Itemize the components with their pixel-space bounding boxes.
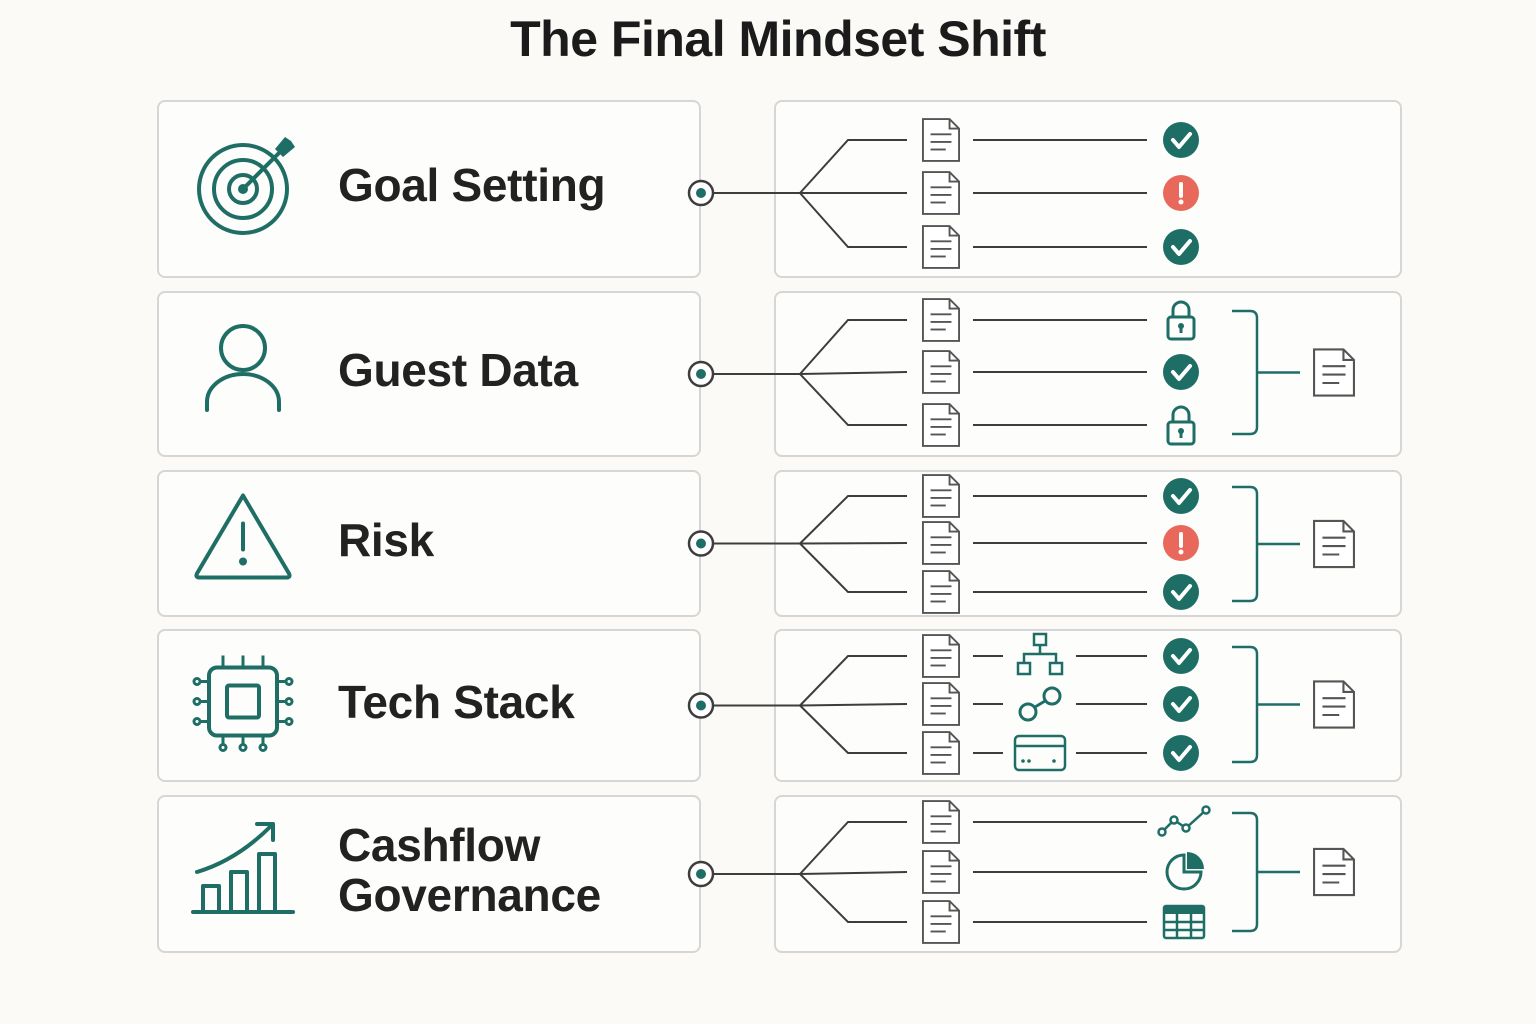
lock-icon <box>1166 405 1196 446</box>
alert-icon <box>1163 175 1199 211</box>
category-label-line: Cashflow <box>338 819 541 871</box>
document-icon <box>921 850 961 894</box>
connector-node <box>687 360 715 388</box>
flow-item <box>921 298 1196 342</box>
document-icon <box>921 800 961 844</box>
document-icon <box>921 682 961 726</box>
output-document-icon <box>1313 519 1355 569</box>
table-icon <box>1162 904 1206 940</box>
output-bracket <box>1232 485 1300 603</box>
document-icon <box>921 900 961 944</box>
document-icon <box>921 350 961 394</box>
flow-item <box>921 171 1199 215</box>
branch-lines <box>713 319 908 426</box>
category-label-line: Governance <box>338 869 601 921</box>
flow-risk <box>194 474 1355 614</box>
category-label-line: Guest Data <box>338 344 578 396</box>
flow-guest-data <box>205 298 1355 447</box>
category-label-line: Tech Stack <box>338 675 575 728</box>
category-card-cashflow-governance <box>157 795 701 953</box>
flow-item <box>921 731 1199 775</box>
category-card-tech-stack <box>157 629 701 782</box>
flow-item <box>921 350 1199 394</box>
connector-node <box>687 530 715 557</box>
branch-lines <box>713 139 907 248</box>
category-label-line: Risk <box>338 513 434 566</box>
flow-item <box>921 900 1206 944</box>
card-icon <box>1013 734 1067 772</box>
hierarchy-icon <box>1016 632 1064 676</box>
line-chart-icon <box>1157 805 1211 837</box>
connector-node <box>687 179 715 207</box>
check-icon <box>1163 122 1199 158</box>
connector-node <box>687 860 715 888</box>
category-label-line: Goal Setting <box>338 159 606 211</box>
branch-lines <box>713 821 908 923</box>
check-icon <box>1163 478 1199 514</box>
category-card-risk <box>157 470 701 617</box>
check-icon <box>1163 354 1199 390</box>
output-bracket <box>1232 309 1300 436</box>
category-label-guest-data: Guest Data <box>338 345 578 395</box>
document-icon <box>921 403 961 447</box>
alert-icon <box>1163 525 1199 561</box>
flow-item <box>921 403 1196 447</box>
document-icon <box>921 634 961 678</box>
category-label-risk: Risk <box>338 515 434 565</box>
flow-item <box>921 118 1199 162</box>
page-title: The Final Mindset Shift <box>510 11 1046 67</box>
check-icon <box>1163 735 1199 771</box>
flow-cashflow-governance <box>191 800 1355 944</box>
flow-item <box>921 521 1199 565</box>
connector-node <box>687 692 715 719</box>
document-icon <box>921 118 961 162</box>
check-icon <box>1163 638 1199 674</box>
branch-lines <box>713 495 908 593</box>
chip-icon <box>192 655 294 752</box>
target-icon <box>197 137 295 235</box>
flow-item <box>921 682 1199 726</box>
pie-chart-icon <box>1165 852 1204 891</box>
output-document-icon <box>1313 348 1355 397</box>
output-document-icon <box>1313 680 1355 729</box>
flow-item <box>921 474 1199 518</box>
category-label-tech-stack: Tech Stack <box>338 675 575 728</box>
link-icon <box>1018 686 1062 722</box>
flow-panel-goal-setting <box>774 100 1402 278</box>
flow-item <box>921 570 1199 614</box>
lock-icon <box>1166 300 1196 341</box>
flow-item <box>921 850 1204 894</box>
document-icon <box>921 731 961 775</box>
flow-tech-stack <box>192 632 1355 775</box>
check-icon <box>1163 229 1199 265</box>
output-bracket <box>1232 811 1300 933</box>
warning-icon <box>194 493 292 580</box>
output-document-icon <box>1313 847 1355 897</box>
document-icon <box>921 298 961 342</box>
document-icon <box>921 521 961 565</box>
category-label-goal-setting: Goal Setting <box>338 159 606 211</box>
document-icon <box>921 171 961 215</box>
check-icon <box>1163 574 1199 610</box>
document-icon <box>921 225 961 269</box>
flow-item <box>921 800 1211 844</box>
document-icon <box>921 474 961 518</box>
person-icon <box>205 324 281 412</box>
output-bracket <box>1232 645 1300 764</box>
flow-goal-setting <box>197 118 1199 269</box>
document-icon <box>921 570 961 614</box>
flow-item <box>921 632 1199 678</box>
growth-chart-icon <box>191 822 295 914</box>
flow-item <box>921 225 1199 269</box>
check-icon <box>1163 686 1199 722</box>
branch-lines <box>713 655 908 754</box>
